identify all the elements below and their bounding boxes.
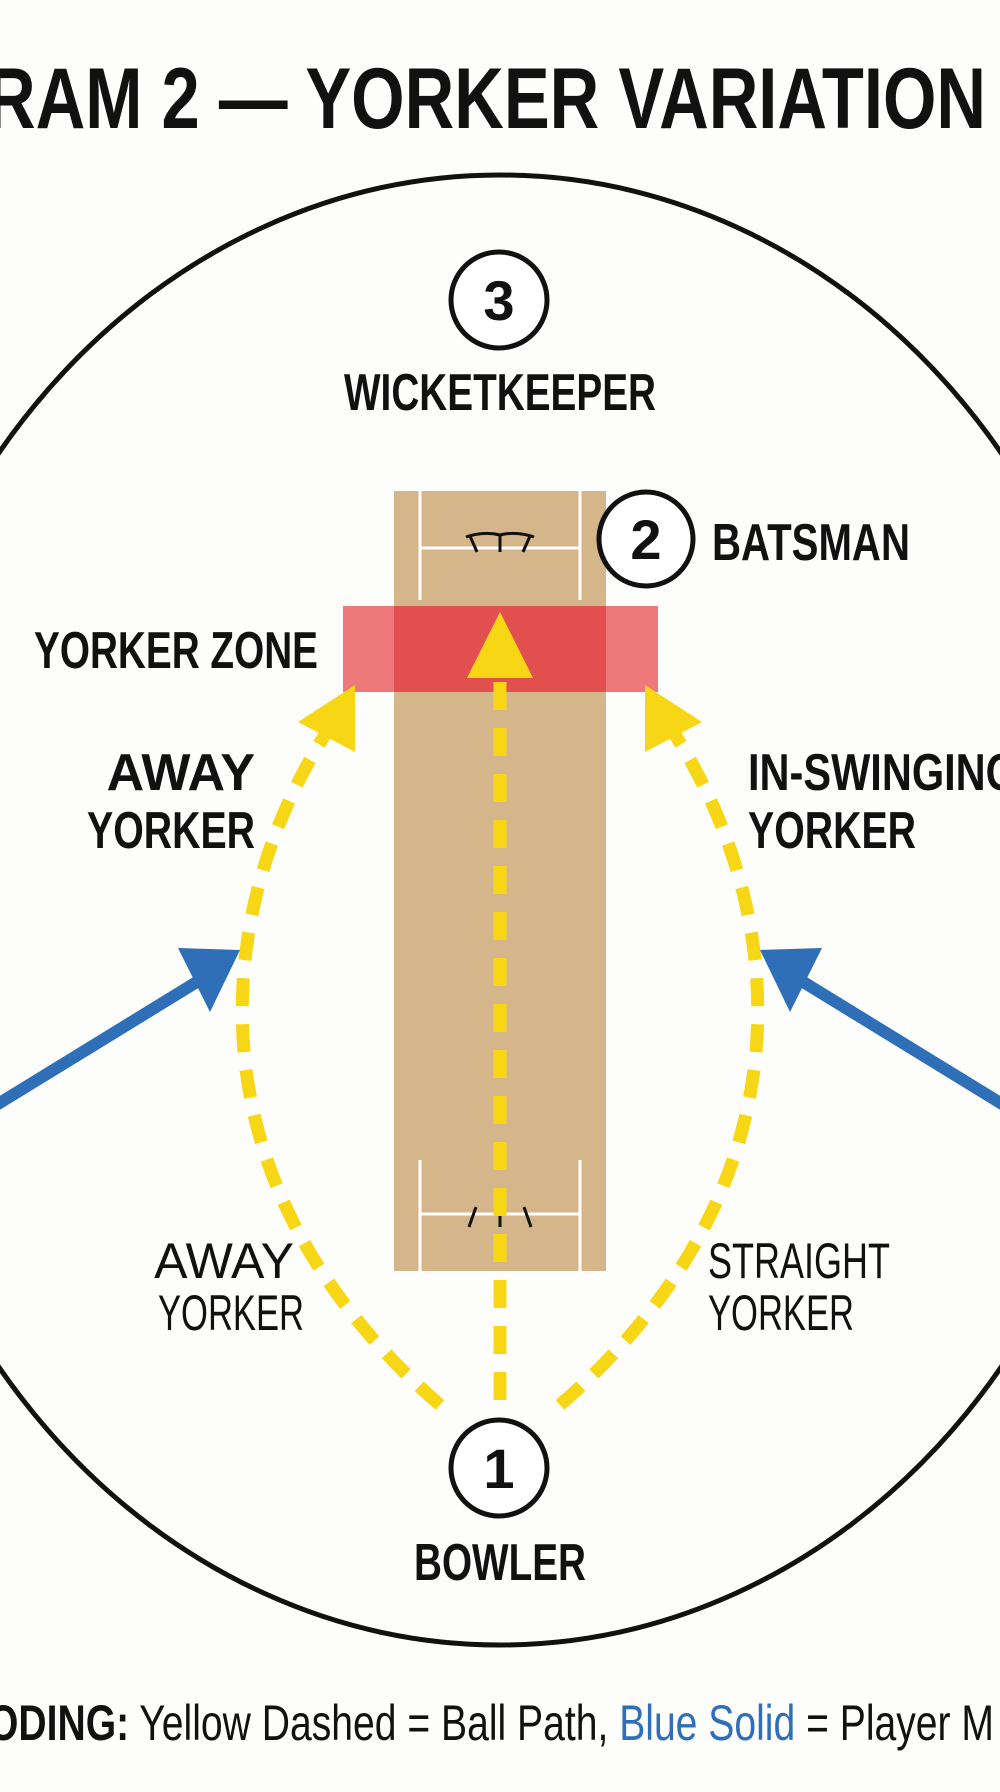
wicketkeeper-marker: 3 <box>448 249 550 351</box>
yorker-zone-label: YORKER ZONE <box>34 622 318 680</box>
straight-yorker-label-line2: YORKER <box>708 1285 854 1341</box>
ball-path-arrowheads <box>298 612 702 752</box>
batsman-stumps <box>465 531 535 553</box>
away-arrowhead <box>298 685 355 752</box>
batsman-label: BATSMAN <box>712 514 910 572</box>
legend-blue-solid: Blue Solid <box>619 1695 795 1751</box>
bowler-number: 1 <box>483 1437 514 1500</box>
inswing-yorker-label-line2: YORKER <box>748 802 916 860</box>
color-coding-legend: ODING: Yellow Dashed = Ball Path, Blue S… <box>0 1695 994 1751</box>
batsman-number: 2 <box>630 508 661 571</box>
diagram-title: RAM 2 — YORKER VARIATION <box>0 51 986 147</box>
right-player-move <box>760 948 1000 1110</box>
straight-yorker-label-line1: STRAIGHT <box>708 1233 890 1289</box>
wicketkeeper-label: WICKETKEEPER <box>344 364 656 422</box>
inswing-yorker-ball-path <box>555 711 765 1410</box>
wicketkeeper-number: 3 <box>483 269 514 332</box>
legend-ball-path: Yellow Dashed = Ball Path, <box>129 1695 619 1751</box>
away-yorker-lower-label-line2: YORKER <box>158 1285 304 1341</box>
legend-player-move: = Player M <box>795 1695 994 1751</box>
away-yorker-lower-label-line1: AWAY <box>154 1233 294 1289</box>
straight-arrowhead <box>467 612 533 678</box>
away-yorker-ball-path <box>235 711 445 1410</box>
left-player-move <box>0 948 240 1110</box>
batsman-marker: 2 <box>596 489 696 589</box>
away-yorker-upper-label-line1: AWAY <box>107 744 255 802</box>
bowler-marker: 1 <box>448 1417 550 1519</box>
legend-prefix: ODING: <box>0 1695 129 1751</box>
field-boundary <box>0 172 1000 1648</box>
inswing-arrowhead <box>645 685 702 752</box>
inswing-yorker-label-line1: IN-SWINGING <box>748 744 1000 802</box>
away-yorker-upper-label-line2: YORKER <box>87 802 255 860</box>
bowler-label: BOWLER <box>414 1534 586 1592</box>
